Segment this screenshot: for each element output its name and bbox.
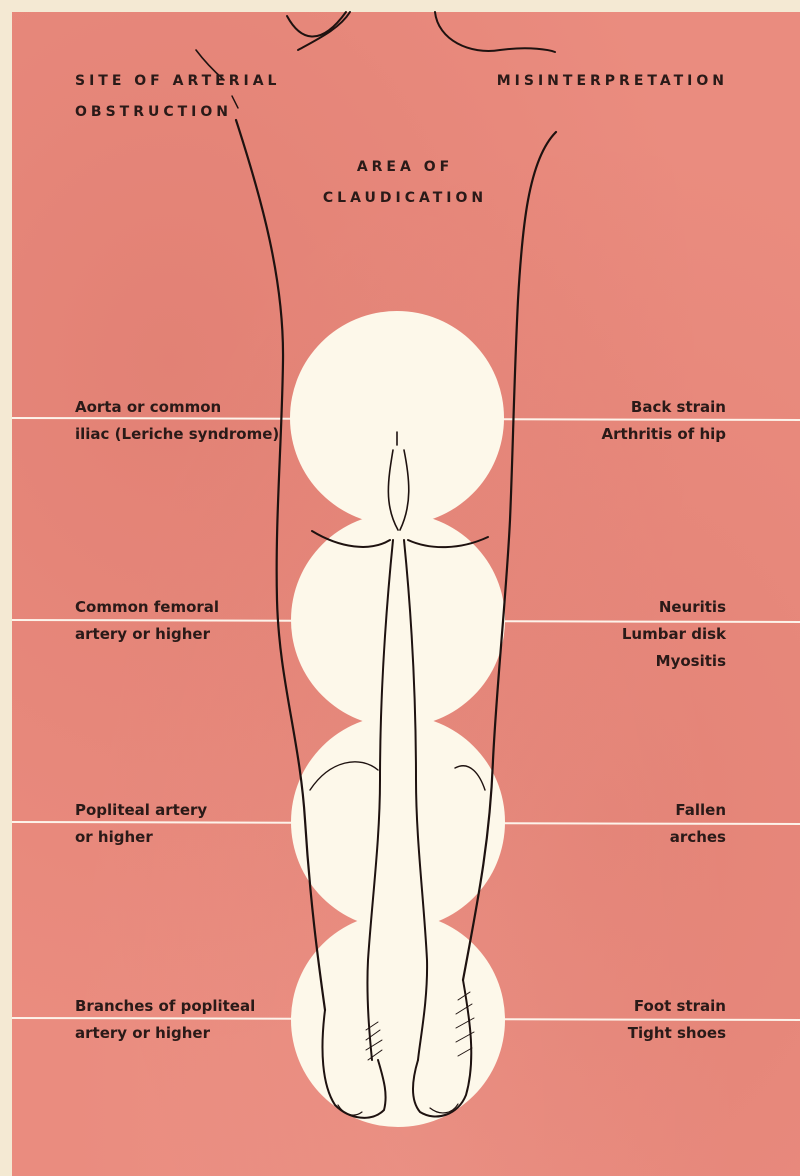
- row-3-misinterpretation-line-2: arches: [670, 824, 726, 851]
- claudication-circle-buttock-hip: [290, 311, 504, 525]
- area-of-claudication-heading: AREA OF CLAUDICATION: [310, 152, 500, 214]
- misinterpretation-heading-line-1: MISINTERPRETATION: [497, 66, 728, 97]
- row-1-site-line-2: iliac (Leriche syndrome): [75, 421, 279, 448]
- row-2-misinterpretation-line-3: Myositis: [622, 648, 726, 675]
- row-4-site-line-1: Branches of popliteal: [75, 993, 255, 1020]
- row-1-site-label: Aorta or common iliac (Leriche syndrome): [75, 394, 279, 448]
- row-4-misinterpretation-line-2: Tight shoes: [628, 1020, 726, 1047]
- misinterpretation-heading: MISINTERPRETATION: [497, 66, 728, 97]
- row-1-misinterpretation-line-2: Arthritis of hip: [602, 421, 726, 448]
- row-3-site-line-2: or higher: [75, 824, 207, 851]
- row-2-misinterpretation-label: Neuritis Lumbar disk Myositis: [622, 594, 726, 675]
- row-2-site-line-2: artery or higher: [75, 621, 219, 648]
- row-1-misinterpretation-label: Back strain Arthritis of hip: [602, 394, 726, 448]
- row-2-misinterpretation-line-1: Neuritis: [622, 594, 726, 621]
- row-3-misinterpretation-label: Fallen arches: [670, 797, 726, 851]
- row-3-misinterpretation-line-1: Fallen: [670, 797, 726, 824]
- site-heading-line-2: OBSTRUCTION: [75, 97, 280, 128]
- site-of-obstruction-heading: SITE OF ARTERIAL OBSTRUCTION: [75, 66, 280, 128]
- area-heading-line-2: CLAUDICATION: [310, 183, 500, 214]
- row-4-misinterpretation-label: Foot strain Tight shoes: [628, 993, 726, 1047]
- row-1-site-line-1: Aorta or common: [75, 394, 279, 421]
- row-3-site-label: Popliteal artery or higher: [75, 797, 207, 851]
- area-heading-line-1: AREA OF: [310, 152, 500, 183]
- site-heading-line-1: SITE OF ARTERIAL: [75, 66, 280, 97]
- row-2-misinterpretation-line-2: Lumbar disk: [622, 621, 726, 648]
- row-2-site-line-1: Common femoral: [75, 594, 219, 621]
- row-4-misinterpretation-line-1: Foot strain: [628, 993, 726, 1020]
- row-1-misinterpretation-line-1: Back strain: [602, 394, 726, 421]
- row-4-site-line-2: artery or higher: [75, 1020, 255, 1047]
- row-3-site-line-1: Popliteal artery: [75, 797, 207, 824]
- row-2-site-label: Common femoral artery or higher: [75, 594, 219, 648]
- row-4-site-label: Branches of popliteal artery or higher: [75, 993, 255, 1047]
- claudication-circle-thigh: [291, 513, 505, 727]
- claudication-circle-calf: [291, 715, 505, 929]
